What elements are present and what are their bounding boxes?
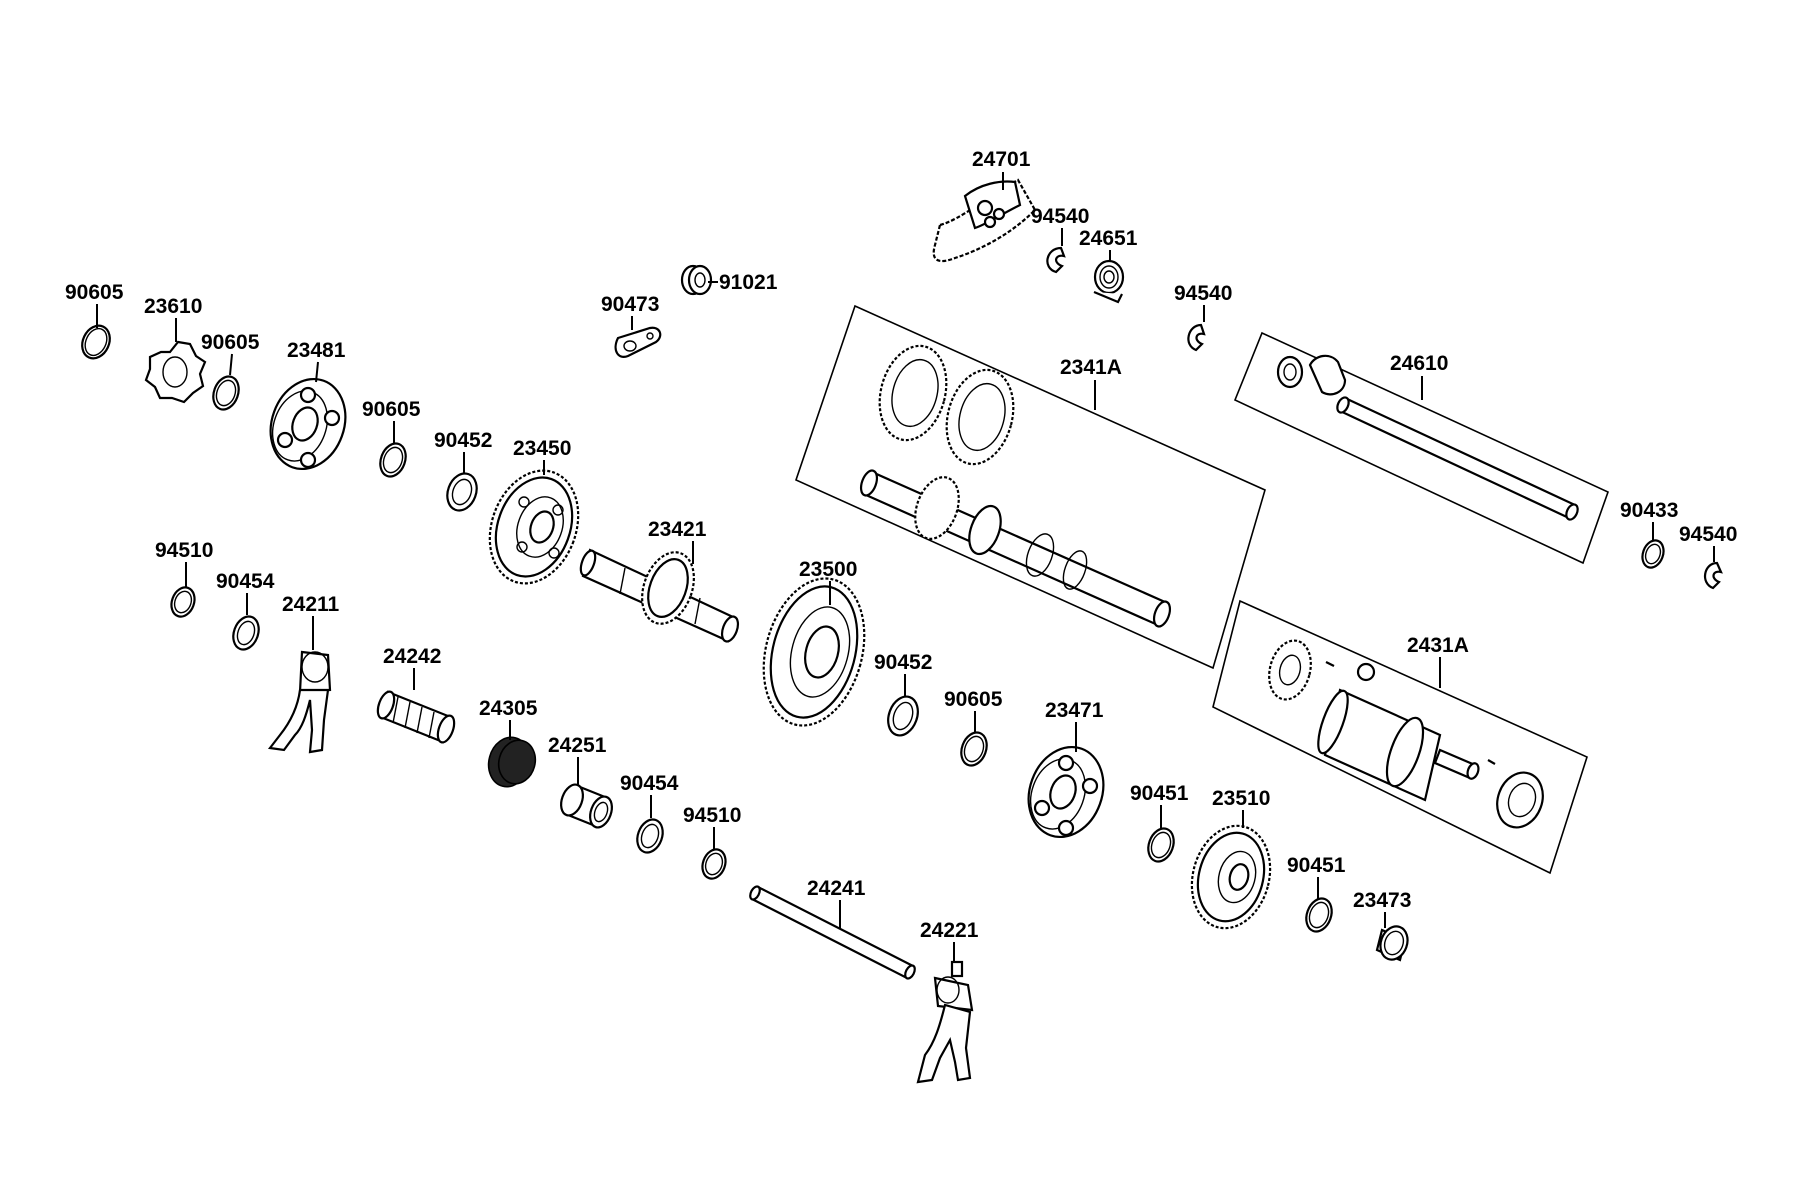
shift-sector-drawing: [932, 178, 1037, 263]
part-label-94540: 94540: [1679, 523, 1737, 546]
part-label-23450: 23450: [513, 437, 571, 460]
part-label-24305: 24305: [479, 697, 538, 720]
part-label-94510: 94510: [683, 804, 741, 827]
part-label-23500: 23500: [799, 558, 857, 581]
bearing-drawing: [680, 264, 713, 296]
e-clip-drawing: [1187, 323, 1206, 352]
part-label-23421: 23421: [648, 518, 707, 541]
part-label-24242: 24242: [383, 645, 441, 668]
circlip-drawing: [1147, 827, 1175, 863]
part-label-23471: 23471: [1045, 699, 1104, 722]
star-plate-drawing: [144, 340, 207, 404]
circlip-drawing: [379, 442, 407, 478]
part-label-91021: 91021: [719, 271, 778, 294]
circlip-drawing: [81, 324, 111, 360]
part-label-24241: 24241: [807, 877, 866, 900]
flange-hub-drawing: [269, 377, 347, 471]
collar-drawing: [560, 783, 613, 829]
part-label-94540: 94540: [1031, 205, 1089, 228]
part-label-24651: 24651: [1079, 227, 1138, 250]
part-label-24221: 24221: [920, 919, 979, 942]
part-label-90433: 90433: [1620, 499, 1678, 522]
part-label-24211: 24211: [282, 593, 340, 616]
part-label-24251: 24251: [548, 734, 607, 757]
part-label-2431A: 2431A: [1407, 634, 1469, 657]
circlip-drawing: [960, 731, 988, 767]
part-label-90473: 90473: [601, 293, 659, 316]
part-label-94510: 94510: [155, 539, 213, 562]
countershaft-drawing: [579, 548, 740, 643]
e-clip-drawing: [1704, 561, 1723, 590]
circlip-drawing: [212, 375, 240, 411]
gear-drawing: [488, 469, 580, 585]
part-label-90454: 90454: [216, 570, 275, 593]
part-label-90605: 90605: [65, 281, 124, 304]
part-label-24701: 24701: [972, 148, 1031, 171]
shift-fork-drawing: [916, 960, 974, 1084]
part-label-90605: 90605: [944, 688, 1003, 711]
main-shaft-assembly-drawing: [859, 344, 1172, 628]
circlip-drawing: [170, 586, 196, 618]
part-number-labels: 90605 23610 90605 23481 90605 90452 2345…: [65, 148, 1737, 942]
washer-drawing: [887, 695, 919, 737]
part-label-90605: 90605: [362, 398, 421, 421]
group-box-24610: [1233, 331, 1609, 565]
part-label-90451: 90451: [1130, 782, 1189, 805]
part-label-90452: 90452: [874, 651, 932, 674]
part-label-23481: 23481: [287, 339, 346, 362]
part-label-90454: 90454: [620, 772, 679, 795]
shift-shaft-drawing: [1276, 354, 1579, 521]
part-label-24610: 24610: [1390, 352, 1448, 375]
e-clip-drawing: [1046, 246, 1066, 274]
bushing-drawing: [1375, 925, 1409, 962]
group-box-2431A: [1212, 599, 1588, 875]
needle-bearing-drawing: [487, 736, 537, 788]
part-label-2341A: 2341A: [1060, 356, 1122, 379]
part-label-23473: 23473: [1353, 889, 1411, 912]
part-label-23610: 23610: [144, 295, 202, 318]
plate-drawing: [614, 326, 662, 358]
spring-drawing: [1093, 259, 1125, 304]
shift-drum-assembly-drawing: [1268, 639, 1544, 829]
part-label-90451: 90451: [1287, 854, 1346, 877]
group-box-2341A: [795, 304, 1266, 670]
shift-fork-drawing: [267, 650, 332, 754]
part-label-94540: 94540: [1174, 282, 1232, 305]
circlip-drawing: [636, 818, 664, 854]
circlip-drawing: [232, 615, 260, 651]
part-label-23510: 23510: [1212, 787, 1270, 810]
gear-drawing: [762, 577, 866, 727]
circlip-drawing: [701, 848, 727, 880]
leader-lines: [96, 172, 1715, 962]
shift-rod-drawing: [749, 885, 916, 980]
flange-hub-drawing: [1027, 745, 1105, 839]
washer-drawing: [446, 472, 478, 512]
roller-drawing: [376, 690, 456, 744]
gear-drawing: [1190, 824, 1272, 930]
circlip-drawing: [1641, 539, 1665, 569]
part-label-90605: 90605: [201, 331, 260, 354]
part-label-90452: 90452: [434, 429, 492, 452]
circlip-drawing: [1305, 897, 1333, 933]
